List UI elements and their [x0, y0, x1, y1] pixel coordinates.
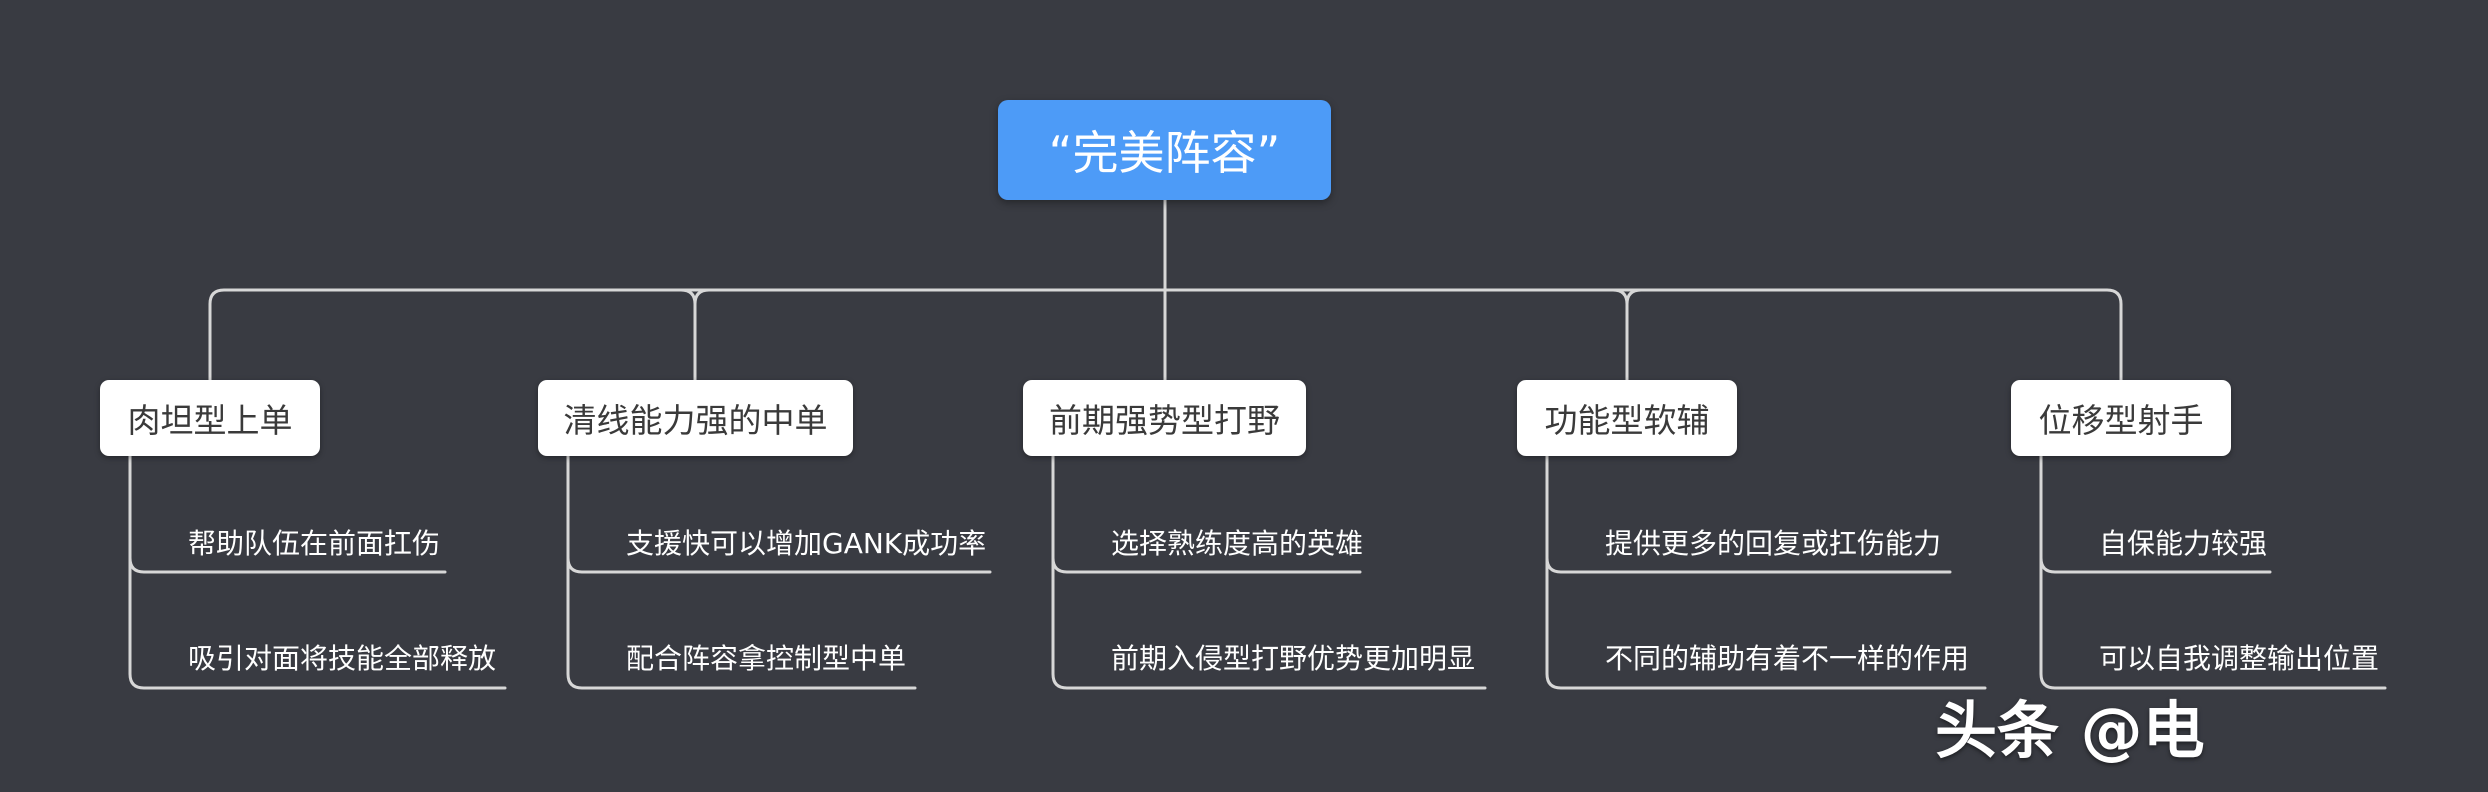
- root-node[interactable]: “完美阵容”: [998, 100, 1331, 200]
- leaf-item: 不同的辅助有着不一样的作用: [1605, 642, 1970, 675]
- branch-node-jungler[interactable]: 前期强势型打野: [1023, 380, 1306, 456]
- branch-drop-connector: [693, 288, 711, 306]
- leaf-item: 配合阵容拿控制型中单: [626, 642, 907, 675]
- leaf-connector: [1051, 454, 1487, 690]
- leaf-connector: [128, 556, 447, 574]
- watermark: 头条 @电: [1935, 694, 2205, 767]
- branch-label: 位移型射手: [2038, 401, 2204, 440]
- root-label: “完美阵容”: [1048, 126, 1281, 180]
- leaf-connector: [2039, 556, 2272, 574]
- leaf-item: 提供更多的回复或扛伤能力: [1605, 527, 1942, 560]
- branch-node-top-laner[interactable]: 肉坦型上单: [100, 380, 320, 456]
- leaf-connector: [128, 454, 507, 690]
- leaf-item: 自保能力较强: [2099, 527, 2268, 560]
- branch-drop-connector: [679, 288, 697, 382]
- bus-connector: [208, 288, 2123, 382]
- branch-label: 清线能力强的中单: [563, 401, 828, 440]
- branch-label: 前期强势型打野: [1049, 401, 1280, 440]
- leaf-item: 前期入侵型打野优势更加明显: [1111, 642, 1476, 675]
- branch-node-mid-laner[interactable]: 清线能力强的中单: [538, 380, 853, 456]
- leaf-connector: [1051, 556, 1362, 574]
- branch-label: 功能型软辅: [1544, 401, 1710, 440]
- leaf-item: 选择熟练度高的英雄: [1111, 527, 1364, 560]
- leaf-item: 可以自我调整输出位置: [2099, 642, 2380, 675]
- leaf-connector: [1545, 556, 1952, 574]
- branch-drop-connector: [1611, 288, 1629, 382]
- leaf-connector: [2039, 454, 2387, 690]
- leaf-item: 支援快可以增加GANK成功率: [626, 527, 987, 560]
- branch-node-support[interactable]: 功能型软辅: [1517, 380, 1737, 456]
- leaf-item: 吸引对面将技能全部释放: [188, 642, 497, 675]
- branch-label: 肉坦型上单: [127, 401, 293, 440]
- leaf-connector: [566, 454, 917, 690]
- leaf-connector: [1545, 454, 1987, 690]
- branch-drop-connector: [1625, 288, 1643, 306]
- leaf-connector: [566, 556, 992, 574]
- leaf-item: 帮助队伍在前面扛伤: [188, 527, 441, 560]
- branch-node-marksman[interactable]: 位移型射手: [2011, 380, 2231, 456]
